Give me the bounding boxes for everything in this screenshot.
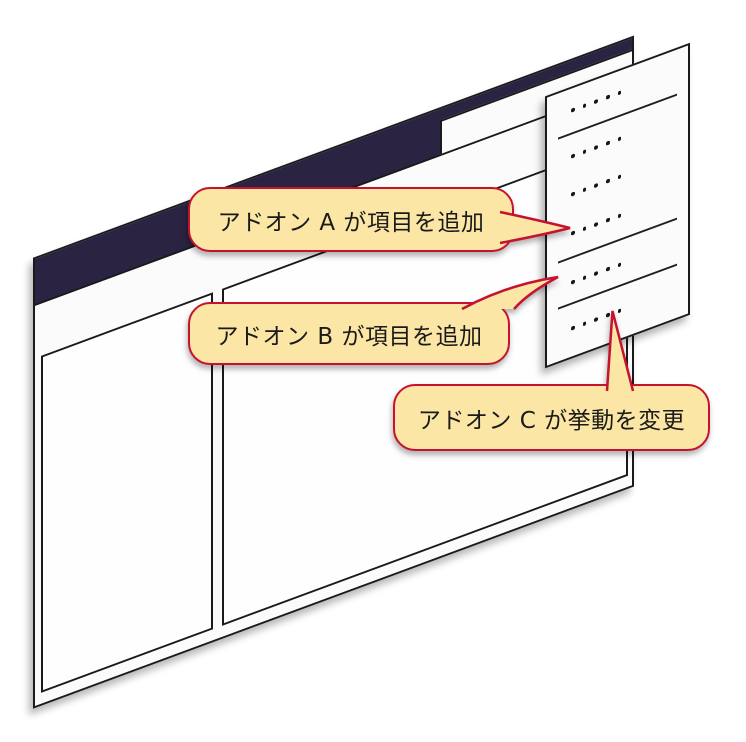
dot [594, 317, 598, 322]
menu-item-3 [571, 174, 622, 197]
callout-addon-b-label: アドオン B が項目を追加 [215, 323, 483, 350]
dot [582, 321, 587, 327]
menu-separator-2 [558, 217, 677, 264]
dot [606, 94, 610, 100]
dot [617, 90, 622, 96]
dot [582, 103, 587, 109]
dot [617, 308, 622, 314]
dot [594, 99, 598, 104]
dot [617, 174, 622, 180]
browser-window [33, 35, 634, 709]
dot [571, 191, 575, 197]
callout-addon-c: アドオン C が挙動を変更 [393, 310, 710, 451]
callout-addon-a-label: アドオン A が項目を追加 [217, 209, 485, 236]
callout-addon-a-bubble: アドオン A が項目を追加 [188, 187, 514, 252]
menu-separator-1 [558, 93, 677, 140]
menu-item-5 [571, 262, 622, 285]
dot [594, 271, 598, 276]
menu-item-4 [571, 213, 622, 236]
dot [617, 213, 622, 219]
dot [571, 279, 575, 285]
callout-addon-c-label: アドオン C が挙動を変更 [417, 407, 686, 434]
dot [617, 262, 622, 268]
dot [617, 136, 622, 142]
dot [582, 226, 587, 232]
dot [582, 149, 587, 155]
callout-addon-b: アドオン B が項目を追加 [188, 275, 559, 365]
dot [594, 222, 598, 227]
dot [606, 178, 610, 184]
dot [582, 275, 587, 281]
menu-item-2 [571, 136, 622, 159]
callout-addon-c-bubble: アドオン C が挙動を変更 [393, 384, 710, 451]
callout-addon-a: アドオン A が項目を追加 [188, 187, 571, 252]
menu-item-6 [571, 308, 622, 331]
dot [606, 140, 610, 146]
dot [571, 153, 575, 159]
dropdown-menu [545, 42, 690, 369]
dot [582, 187, 587, 193]
dot [606, 266, 610, 272]
dot [594, 183, 598, 188]
dot [571, 230, 575, 236]
menu-separator-3 [558, 263, 677, 310]
dot [606, 217, 610, 223]
menu-item-1 [571, 90, 622, 113]
dot [606, 312, 610, 318]
dot [594, 145, 598, 150]
callout-addon-b-bubble: アドオン B が項目を追加 [188, 302, 510, 365]
dot [571, 325, 575, 331]
dot [571, 107, 575, 113]
